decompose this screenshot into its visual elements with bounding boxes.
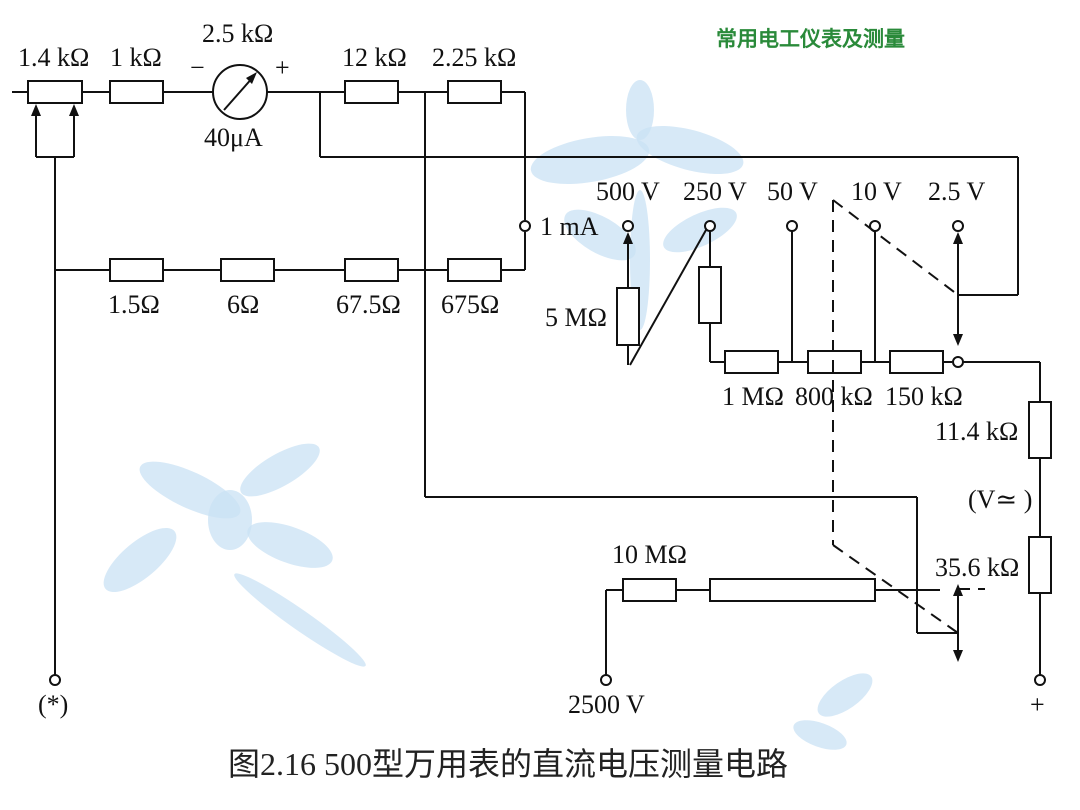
resistor-2-25k <box>447 80 502 104</box>
top-branch <box>12 91 1019 634</box>
label-ac: (V≃ ) <box>968 485 1032 514</box>
label-meter-minus: − <box>190 53 205 82</box>
resistor-35-6k <box>1028 536 1052 594</box>
dragonfly-watermark-small-icon <box>793 673 873 750</box>
resistor-10M <box>622 578 677 602</box>
label-10v: 10 V <box>851 177 902 206</box>
label-meter-plus: + <box>275 53 290 82</box>
label-10M: 10 MΩ <box>612 540 687 569</box>
resistor-12k <box>344 80 399 104</box>
resistor-6 <box>220 258 275 282</box>
label-800k: 800 kΩ <box>795 382 873 411</box>
voltage-taps <box>622 220 1041 676</box>
resistor-1M <box>724 350 779 374</box>
terminal-plus[interactable] <box>1034 674 1046 686</box>
terminal-common[interactable] <box>49 674 61 686</box>
resistor-1k <box>109 80 164 104</box>
label-5M: 5 MΩ <box>545 303 607 332</box>
terminal-1ma[interactable] <box>519 220 531 232</box>
resistor-1-4k-potentiometer <box>27 80 83 158</box>
header-title: 常用电工仪表及测量 <box>716 27 905 51</box>
label-150k: 150 kΩ <box>885 382 963 411</box>
label-11-4k: 11.4 kΩ <box>935 417 1018 446</box>
label-12k: 12 kΩ <box>342 43 407 72</box>
range-switch-linkage <box>832 199 985 634</box>
label-1M: 1 MΩ <box>722 382 784 411</box>
high-voltage-branch <box>605 584 963 676</box>
resistor-5M <box>616 287 640 346</box>
dragonfly-watermark-large-icon <box>103 443 366 667</box>
label-meter-resistance: 2.5 kΩ <box>202 19 273 48</box>
label-common: (*) <box>38 690 68 719</box>
label-67-5: 67.5Ω <box>336 290 401 319</box>
label-6: 6Ω <box>227 290 259 319</box>
resistor-1-5 <box>109 258 164 282</box>
resistor-250v <box>698 266 722 324</box>
resistor-675 <box>447 258 502 282</box>
dragonfly-watermark-icon <box>530 80 744 330</box>
galvanometer-icon <box>212 64 268 120</box>
figure-caption: 图2.16 500型万用表的直流电压测量电路 <box>228 746 788 782</box>
label-meter-current: 40μA <box>204 123 263 152</box>
label-500v: 500 V <box>596 177 660 206</box>
label-1-5: 1.5Ω <box>108 290 160 319</box>
label-35-6k: 35.6 kΩ <box>935 553 1019 582</box>
label-675: 675Ω <box>441 290 499 319</box>
resistor-800k <box>807 350 862 374</box>
resistor-67-5 <box>344 258 399 282</box>
label-250v: 250 V <box>683 177 747 206</box>
resistor-150k <box>889 350 944 374</box>
label-1-4k: 1.4 kΩ <box>18 43 89 72</box>
label-1ma: 1 mA <box>540 212 599 241</box>
terminal-2500v[interactable] <box>600 674 612 686</box>
resistor-11-4k <box>1028 401 1052 459</box>
label-terminal-plus: + <box>1030 690 1045 719</box>
shunt-branch <box>54 157 526 676</box>
label-50v: 50 V <box>767 177 818 206</box>
label-2500v: 2500 V <box>568 690 645 719</box>
label-2-5v: 2.5 V <box>928 177 986 206</box>
label-1k: 1 kΩ <box>110 43 162 72</box>
label-2-25k: 2.25 kΩ <box>432 43 516 72</box>
resistor-2500v-long <box>709 578 876 602</box>
